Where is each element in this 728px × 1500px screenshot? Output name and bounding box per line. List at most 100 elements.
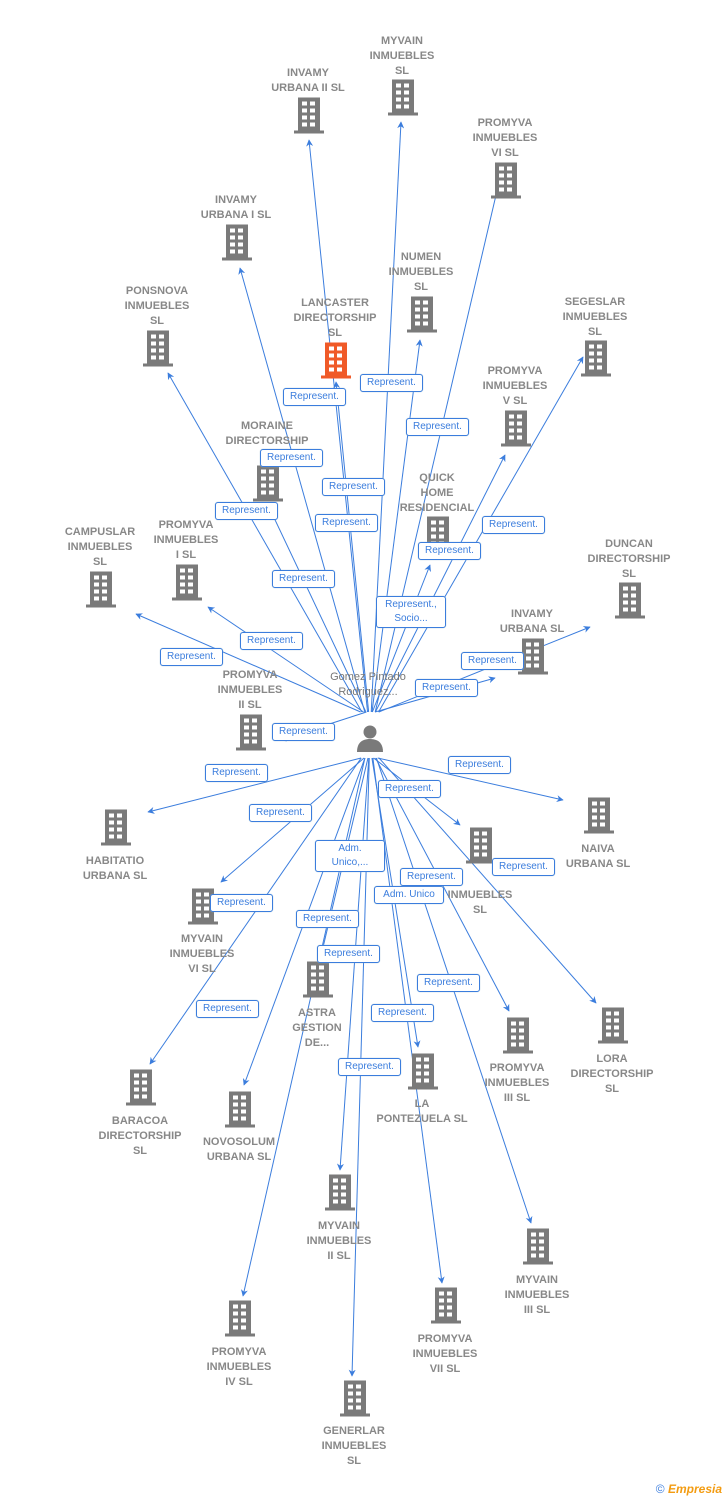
role-label[interactable]: Represent. <box>378 780 441 798</box>
building-icon[interactable] <box>225 1300 255 1342</box>
node-label-line: VI SL <box>188 963 216 975</box>
building-icon[interactable] <box>388 79 418 121</box>
building-icon[interactable] <box>518 638 548 680</box>
node-label-line: HABITATIO <box>85 855 145 867</box>
role-label[interactable]: Represent. <box>482 516 545 534</box>
role-label[interactable]: Represent. <box>272 570 335 588</box>
role-label[interactable]: Represent. <box>272 723 335 741</box>
building-icon[interactable] <box>222 224 252 266</box>
building-icon[interactable] <box>598 1007 628 1049</box>
building-icon[interactable] <box>584 797 614 839</box>
building-icon[interactable] <box>303 961 333 1003</box>
role-label[interactable]: Represent. <box>322 478 385 496</box>
role-label[interactable]: Adm. Unico <box>374 886 444 904</box>
role-label[interactable]: Represent. <box>317 945 380 963</box>
role-label[interactable]: Represent. <box>406 418 469 436</box>
node-label-line: DIRECTORSHIP <box>587 553 671 565</box>
role-label[interactable]: Represent. <box>448 756 511 774</box>
role-label[interactable]: Represent. <box>315 514 378 532</box>
role-label[interactable]: Represent. <box>210 894 273 912</box>
role-label[interactable]: Represent. <box>196 1000 259 1018</box>
building-icon[interactable] <box>340 1380 370 1422</box>
role-label[interactable]: Represent. <box>492 858 555 876</box>
building-icon[interactable] <box>408 1053 438 1095</box>
role-label[interactable]: Represent. <box>249 804 312 822</box>
building-icon[interactable] <box>581 340 611 382</box>
building-icon[interactable] <box>101 809 131 851</box>
role-label[interactable]: Represent. <box>260 449 323 467</box>
building-icon[interactable] <box>466 827 496 869</box>
role-label[interactable]: Represent. <box>160 648 223 666</box>
role-label[interactable]: Represent. <box>417 974 480 992</box>
role-label[interactable]: Represent. <box>205 764 268 782</box>
building-icon[interactable] <box>491 162 521 204</box>
node-label-line: SL <box>604 1083 620 1095</box>
building-icon[interactable] <box>188 888 218 930</box>
building-icon[interactable] <box>236 714 266 756</box>
building-icon[interactable] <box>431 1287 461 1329</box>
person-icon[interactable] <box>356 724 384 757</box>
role-label[interactable]: Represent. <box>461 652 524 670</box>
role-label[interactable]: Represent. <box>400 868 463 886</box>
role-label[interactable]: Represent. <box>415 679 478 697</box>
role-label[interactable]: Represent. <box>371 1004 434 1022</box>
building-icon[interactable] <box>294 97 324 139</box>
building-icon[interactable] <box>615 582 645 624</box>
building-icon[interactable] <box>253 465 283 507</box>
building-icon[interactable] <box>143 330 173 372</box>
building-icon[interactable] <box>225 1091 255 1133</box>
role-label[interactable]: Represent. <box>240 632 303 650</box>
role-label[interactable]: Adm. Unico,... <box>315 840 385 872</box>
role-label[interactable]: Represent. <box>360 374 423 392</box>
building-icon[interactable] <box>501 410 531 452</box>
building-icon[interactable] <box>407 296 437 338</box>
node-label-line: INMUEBLES <box>306 1235 372 1247</box>
building-icon[interactable] <box>172 564 202 606</box>
building-icon[interactable] <box>523 1228 553 1270</box>
role-label[interactable]: Represent. <box>283 388 346 406</box>
role-label[interactable]: Represent. <box>296 910 359 928</box>
building-icon[interactable] <box>325 1174 355 1216</box>
building-icon[interactable] <box>126 1069 156 1111</box>
role-label[interactable]: Represent. <box>215 502 278 520</box>
node-label-line: SL <box>346 1455 362 1467</box>
role-label[interactable]: Represent., Socio... <box>376 596 446 628</box>
role-label[interactable]: Represent. <box>338 1058 401 1076</box>
role-label[interactable]: Represent. <box>418 542 481 560</box>
center-person-label[interactable]: Gomez Pintado Rodriguez... <box>330 671 406 698</box>
building-icon[interactable] <box>321 342 351 384</box>
building-icon[interactable] <box>86 571 116 613</box>
building-icon[interactable] <box>503 1017 533 1059</box>
